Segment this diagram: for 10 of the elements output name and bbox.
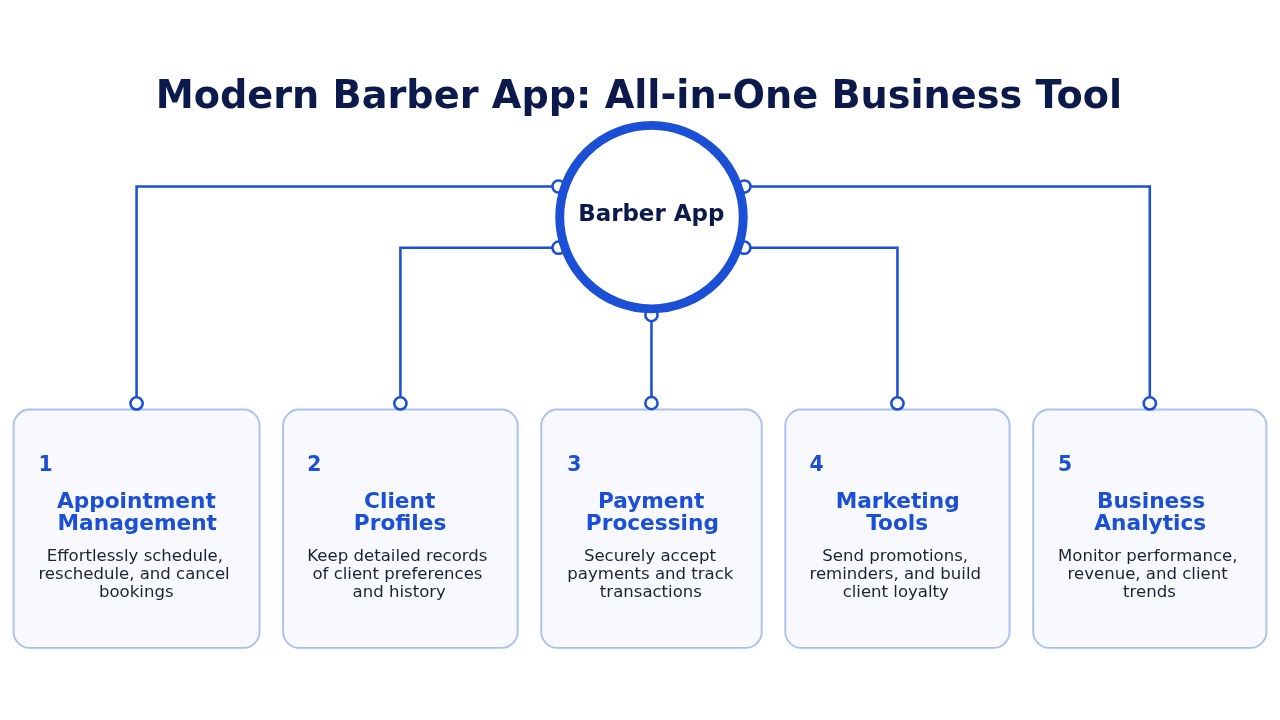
- node-box: 4 Marketing Tools Send promotions, reminders, and build client loyalty: [784, 408, 1011, 649]
- node-box: 3 Payment Processing Securely accept payments and track transactions: [540, 408, 763, 649]
- node-box: 1 Appointment Management Effortlessly schedule, reschedule, and cancel bookings: [12, 408, 261, 649]
- connector: [737, 178, 1158, 411]
- diagram-title: Modern Barber App: All-in-One Business Tool: [155, 72, 1123, 117]
- connector: [393, 239, 566, 411]
- node-box: 5 Business Analytics Monitor performance, revenue, and client trends: [1032, 408, 1268, 649]
- node-circle: Barber App: [555, 120, 748, 313]
- connector: [129, 178, 566, 411]
- node-box: 2 Client Profiles Keep detailed records of client preferences and history: [282, 408, 519, 649]
